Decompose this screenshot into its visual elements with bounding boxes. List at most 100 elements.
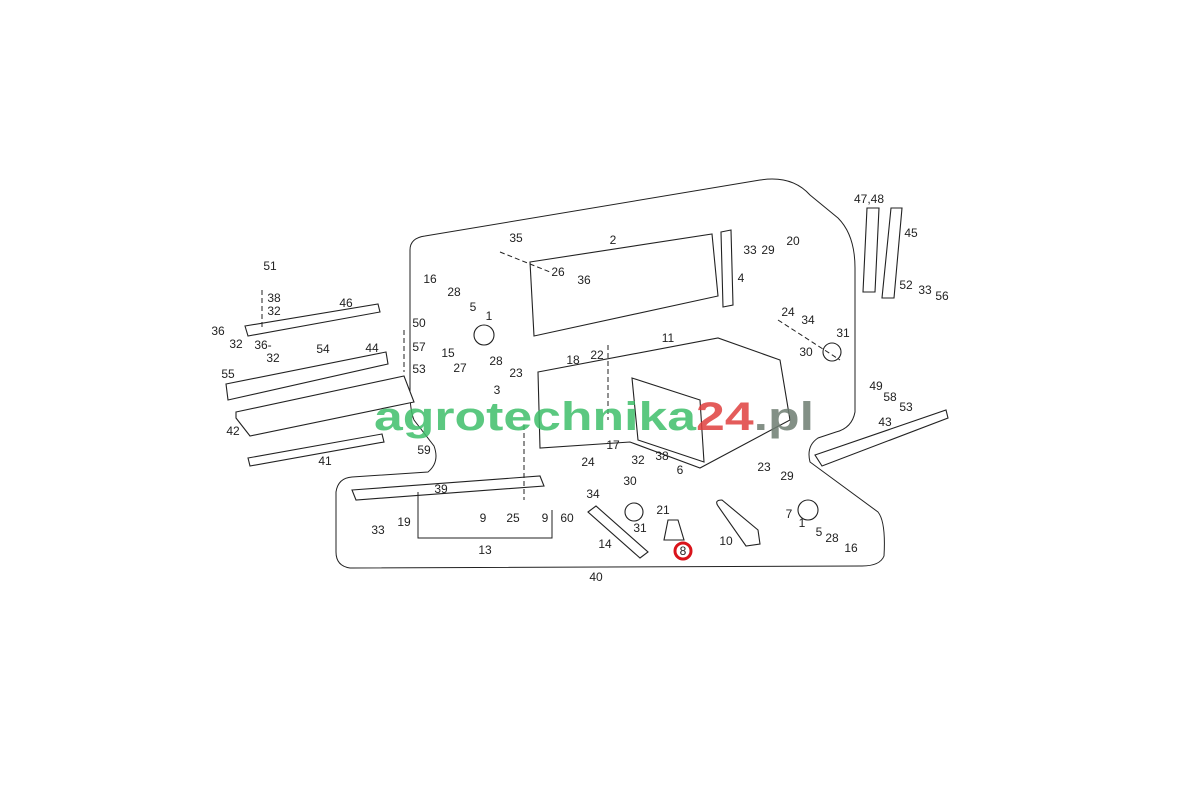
part-label-22: 22 xyxy=(590,348,604,362)
part-label-23: 23 xyxy=(509,366,523,380)
part-label-28: 28 xyxy=(489,354,503,368)
part-label-26: 26 xyxy=(551,265,565,279)
part-label-35: 35 xyxy=(509,231,523,245)
part-label-32: 32 xyxy=(266,351,280,365)
watermark-number: 24 xyxy=(696,395,755,439)
part-label-17: 17 xyxy=(606,438,620,452)
part-label-52: 52 xyxy=(899,278,913,292)
shaft-part-39 xyxy=(351,475,545,501)
part-label-5: 5 xyxy=(470,300,477,314)
part-label-24: 24 xyxy=(581,455,595,469)
part-label-15: 15 xyxy=(441,346,455,360)
guard-part-10 xyxy=(716,499,761,547)
part-label-2: 2 xyxy=(610,233,617,247)
part-label-38: 38 xyxy=(655,449,669,463)
part-label-7: 7 xyxy=(786,507,793,521)
frame-side xyxy=(631,377,705,463)
assembly-outline xyxy=(335,178,885,569)
part-label-10: 10 xyxy=(719,534,733,548)
part-label-56: 56 xyxy=(935,289,949,303)
shaft-part-14 xyxy=(587,505,649,559)
part-label-33: 33 xyxy=(918,283,932,297)
part-label-42: 42 xyxy=(226,424,240,438)
part-label-13: 13 xyxy=(478,543,492,557)
part-label-29: 29 xyxy=(761,243,775,257)
strip-part-44 xyxy=(225,351,389,401)
part-label-44: 44 xyxy=(365,341,379,355)
part-label-16: 16 xyxy=(844,541,858,555)
bracket-part-4 xyxy=(720,229,734,308)
part-label-58: 58 xyxy=(883,390,897,404)
part-label-54: 54 xyxy=(316,342,330,356)
part-label-60: 60 xyxy=(560,511,574,525)
part-label-30: 30 xyxy=(623,474,637,488)
part-label-1: 1 xyxy=(486,309,493,323)
part-label-25: 25 xyxy=(506,511,520,525)
part-label-3: 3 xyxy=(494,383,501,397)
part-label-36: 36 xyxy=(577,273,591,287)
part-label-47-48: 47,48 xyxy=(854,192,884,206)
part-label-53: 53 xyxy=(412,362,426,376)
part-label-18: 18 xyxy=(566,353,580,367)
part-label-38: 38 xyxy=(267,291,281,305)
plate-part-2 xyxy=(529,233,719,337)
part-label-28: 28 xyxy=(825,531,839,545)
part-label-46: 46 xyxy=(339,296,353,310)
part-label-28: 28 xyxy=(447,285,461,299)
part-label-31: 31 xyxy=(633,521,647,535)
part-label-5: 5 xyxy=(816,525,823,539)
part-label-16: 16 xyxy=(423,272,437,286)
part-label-36: 36 xyxy=(211,324,225,338)
part-label-27: 27 xyxy=(453,361,467,375)
roller-part-1-right xyxy=(797,499,819,521)
knob-part-31 xyxy=(822,342,842,362)
part-label-45: 45 xyxy=(904,226,918,240)
part-label-32: 32 xyxy=(631,453,645,467)
part-label-14: 14 xyxy=(598,537,612,551)
part-label-24: 24 xyxy=(781,305,795,319)
part-label-20: 20 xyxy=(786,234,800,248)
part-label-29: 29 xyxy=(780,469,794,483)
part-label-9: 9 xyxy=(480,511,487,525)
part-label-43: 43 xyxy=(878,415,892,429)
part-label-32: 32 xyxy=(267,304,281,318)
highlight-ring-part-8 xyxy=(673,541,693,561)
part-label-55: 55 xyxy=(221,367,235,381)
knob-part-31-lower xyxy=(624,502,644,522)
roller-part-1 xyxy=(473,324,495,346)
part-label-31: 31 xyxy=(836,326,850,340)
part-label-23: 23 xyxy=(757,460,771,474)
part-label-4: 4 xyxy=(738,271,745,285)
part-label-59: 59 xyxy=(417,443,431,457)
watermark-brand: agrotechnika xyxy=(374,395,697,439)
angle-part-42 xyxy=(235,375,415,437)
part-label-32: 32 xyxy=(229,337,243,351)
part-label-57: 57 xyxy=(412,340,426,354)
part-label-11: 11 xyxy=(662,331,675,345)
part-label-21: 21 xyxy=(656,503,670,517)
part-label-30: 30 xyxy=(799,345,813,359)
part-label-34: 34 xyxy=(801,313,815,327)
strip-part-46 xyxy=(244,303,381,337)
part-label-53: 53 xyxy=(899,400,913,414)
part-label-49: 49 xyxy=(869,379,883,393)
part-label-33: 33 xyxy=(371,523,385,537)
strip-part-45 xyxy=(881,207,903,299)
strip-part-47-48 xyxy=(862,207,880,293)
part-label-51: 51 xyxy=(263,259,277,273)
part-label-1: 1 xyxy=(799,516,806,530)
strip-part-41 xyxy=(247,433,385,467)
brush-part-8 xyxy=(663,519,685,541)
angle-part-43 xyxy=(814,409,949,467)
part-label-9: 9 xyxy=(542,511,549,525)
watermark-domain: .pl xyxy=(754,395,814,439)
part-label-40: 40 xyxy=(589,570,603,584)
leader-lines xyxy=(261,251,841,500)
part-label-19: 19 xyxy=(397,515,411,529)
part-label-41: 41 xyxy=(318,454,332,468)
part-label-34: 34 xyxy=(586,487,600,501)
part-label-33: 33 xyxy=(743,243,757,257)
part-label-6: 6 xyxy=(677,463,684,477)
